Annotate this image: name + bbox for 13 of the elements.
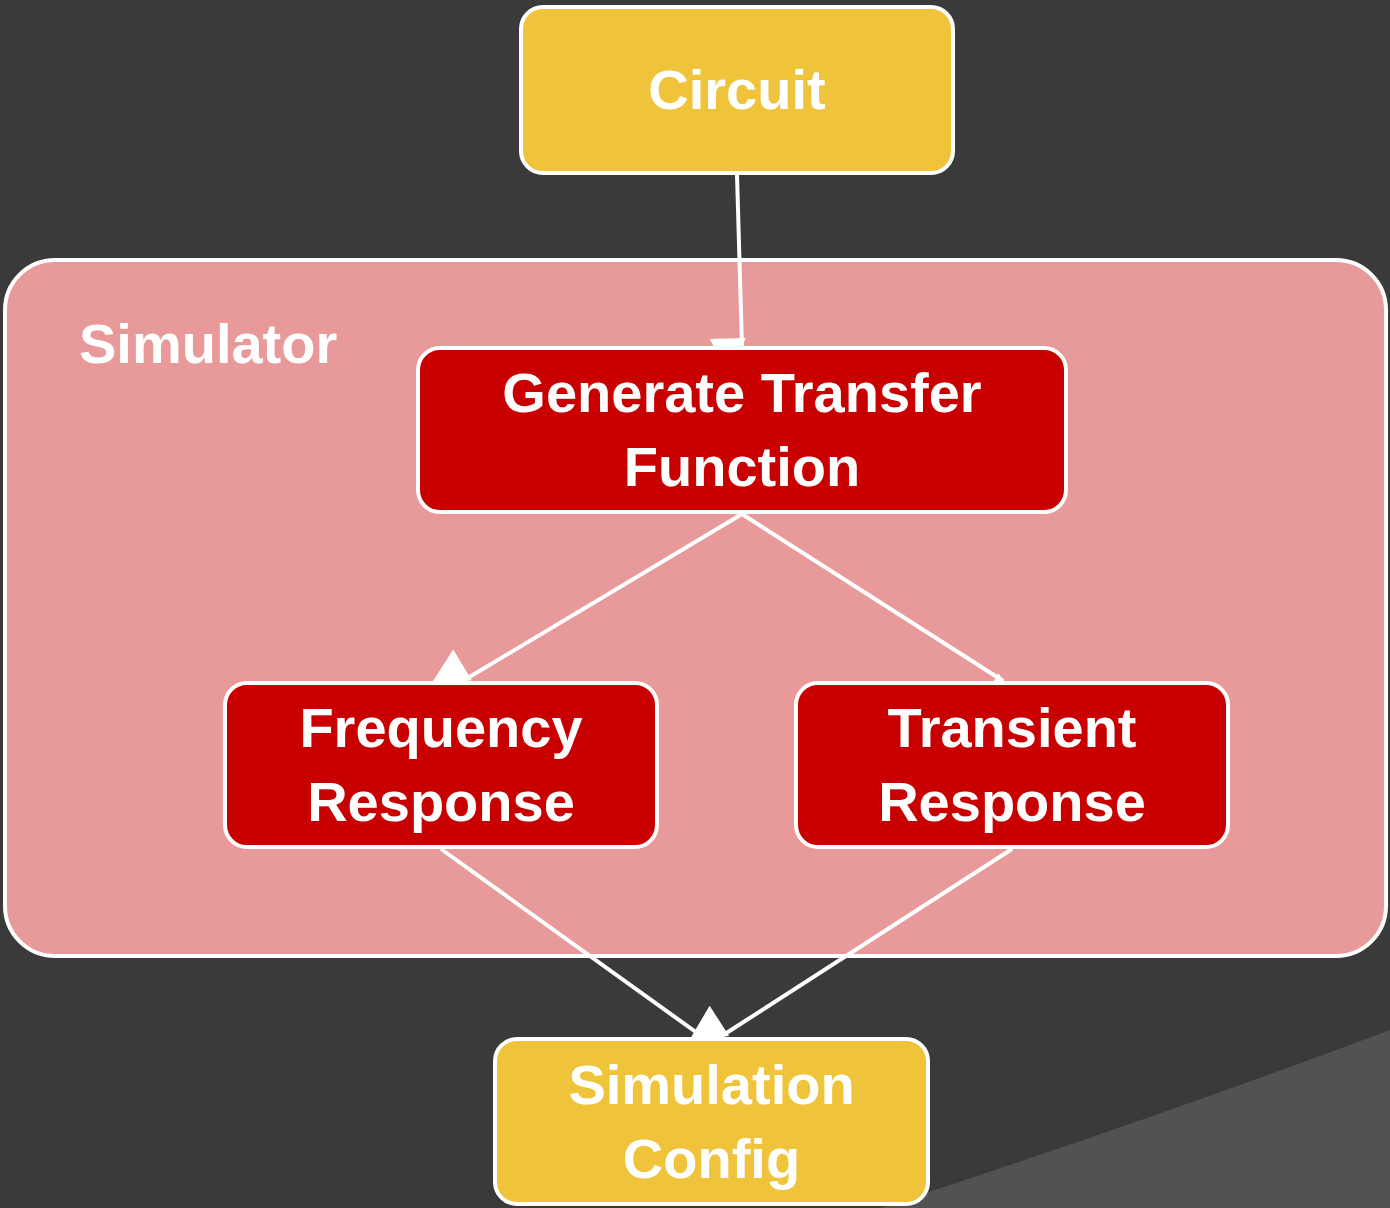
node-label: Simulation Config: [567, 1051, 856, 1192]
node-label: Transient Response: [877, 695, 1147, 835]
group-title: Simulator: [79, 312, 338, 376]
process-box: [223, 681, 659, 849]
node-label: Frequency Response: [298, 695, 584, 835]
process-box: [416, 346, 1068, 514]
arrow: [431, 512, 744, 684]
process-box: [794, 681, 1230, 849]
node-label: Circuit: [648, 57, 826, 123]
group-container: [3, 258, 1388, 958]
node-label: Generate Transfer Function: [501, 360, 983, 500]
process-box: [519, 5, 955, 175]
process-box: [493, 1037, 930, 1206]
